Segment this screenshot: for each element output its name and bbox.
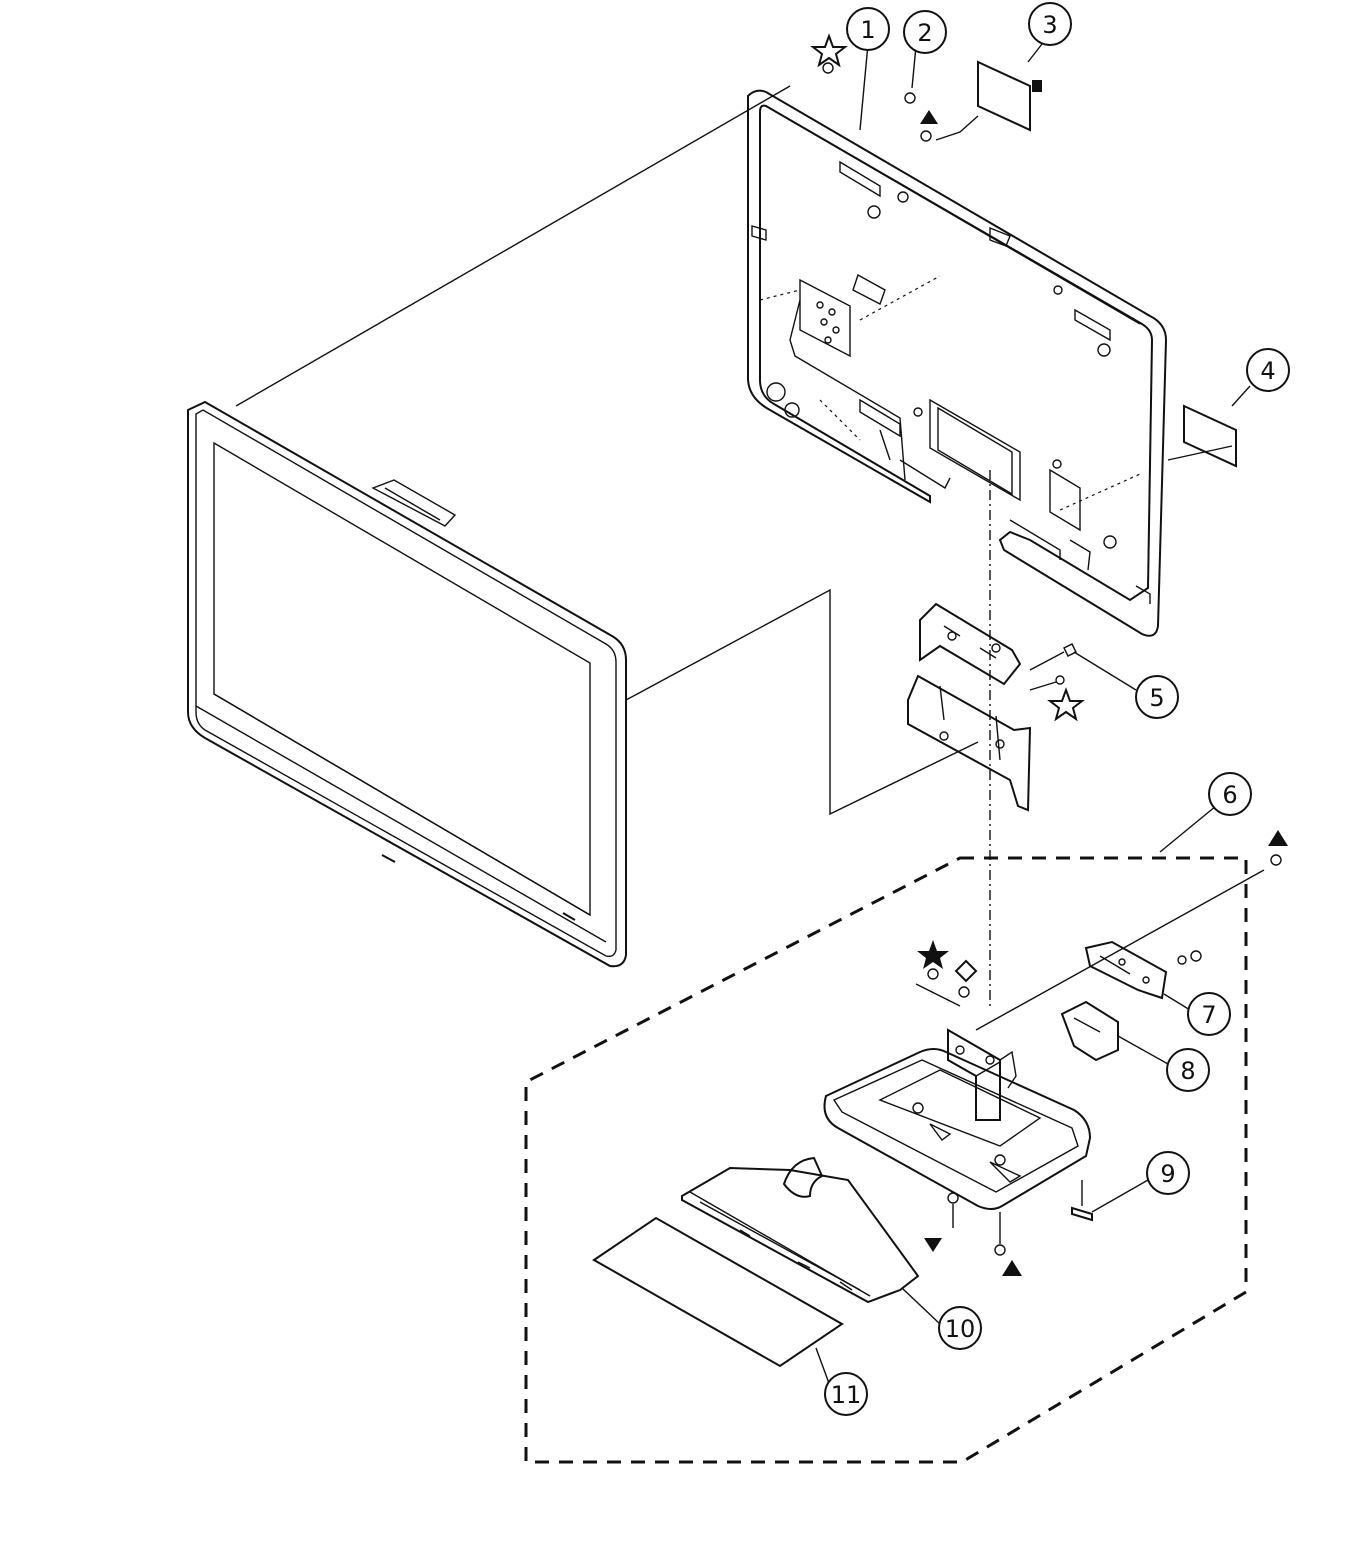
callout-circle (1166, 1048, 1210, 1092)
callout-number: 8 (1180, 1057, 1195, 1085)
callout-number: 11 (831, 1381, 862, 1409)
filled-triangle-up-icon (1268, 830, 1288, 846)
callout-number: 5 (1149, 684, 1164, 712)
callout-number: 1 (860, 16, 875, 44)
symbol-markers (810, 33, 1288, 1276)
callout-labels: 1 2 3 4 5 6 78 9 10 11 (824, 2, 1290, 1416)
callout-circle (1187, 992, 1231, 1036)
callout-circle (846, 7, 890, 51)
callout-circle (1028, 2, 1072, 46)
callout-circle (903, 10, 947, 54)
callout-number: 2 (917, 19, 932, 47)
callout-circle (1135, 675, 1179, 719)
part-8-cover (1060, 1000, 1119, 1062)
callout-circle (824, 1372, 868, 1416)
callout-4: 4 (1246, 348, 1290, 392)
screws (822, 62, 1282, 1256)
callout-11: 11 (824, 1372, 868, 1416)
callout-circle (1208, 772, 1252, 816)
callout-circle (1146, 1151, 1190, 1195)
callout-number: 7 (1201, 1001, 1216, 1029)
callout-number: 9 (1160, 1160, 1175, 1188)
callout-8: 8 (1166, 1048, 1210, 1092)
callout-5: 5 (1135, 675, 1179, 719)
filled-triangle-down-icon (924, 1238, 942, 1252)
callout-7: 7 (1187, 992, 1231, 1036)
part-4-label (1183, 404, 1237, 468)
part-7-bracket (1084, 940, 1202, 1000)
callout-3: 3 (1028, 2, 1072, 46)
stand-base (823, 1028, 1092, 1210)
filled-triangle-up-icon (1002, 1260, 1022, 1276)
callout-number: 3 (1042, 11, 1057, 39)
callout-10: 10 (938, 1306, 982, 1350)
filled-star-icon (917, 940, 949, 969)
callout-circle (1246, 348, 1290, 392)
callout-number: 10 (945, 1315, 976, 1343)
callout-number: 6 (1222, 781, 1237, 809)
callout-6: 6 (1208, 772, 1252, 816)
open-star-icon (810, 33, 848, 68)
stand-group-boundary (524, 856, 1248, 1464)
part-9-label (1071, 1206, 1093, 1222)
open-star-icon (1047, 687, 1085, 722)
callout-2: 2 (903, 10, 947, 54)
neck-bracket (907, 602, 1077, 812)
callout-1: 1 (846, 7, 890, 51)
callout-circle (938, 1306, 982, 1350)
part-11-plate (592, 1216, 844, 1368)
filled-triangle-up-icon (920, 110, 938, 124)
part-10-cover (681, 1156, 920, 1304)
filled-square-icon (1032, 80, 1042, 92)
part-3-label (977, 60, 1031, 132)
callout-number: 4 (1260, 357, 1275, 385)
rear-cabinet (747, 89, 1168, 637)
front-lcd-panel (187, 400, 627, 968)
assembly-lines (235, 43, 1265, 1387)
callout-9: 9 (1146, 1151, 1190, 1195)
open-diamond-icon (954, 959, 978, 983)
